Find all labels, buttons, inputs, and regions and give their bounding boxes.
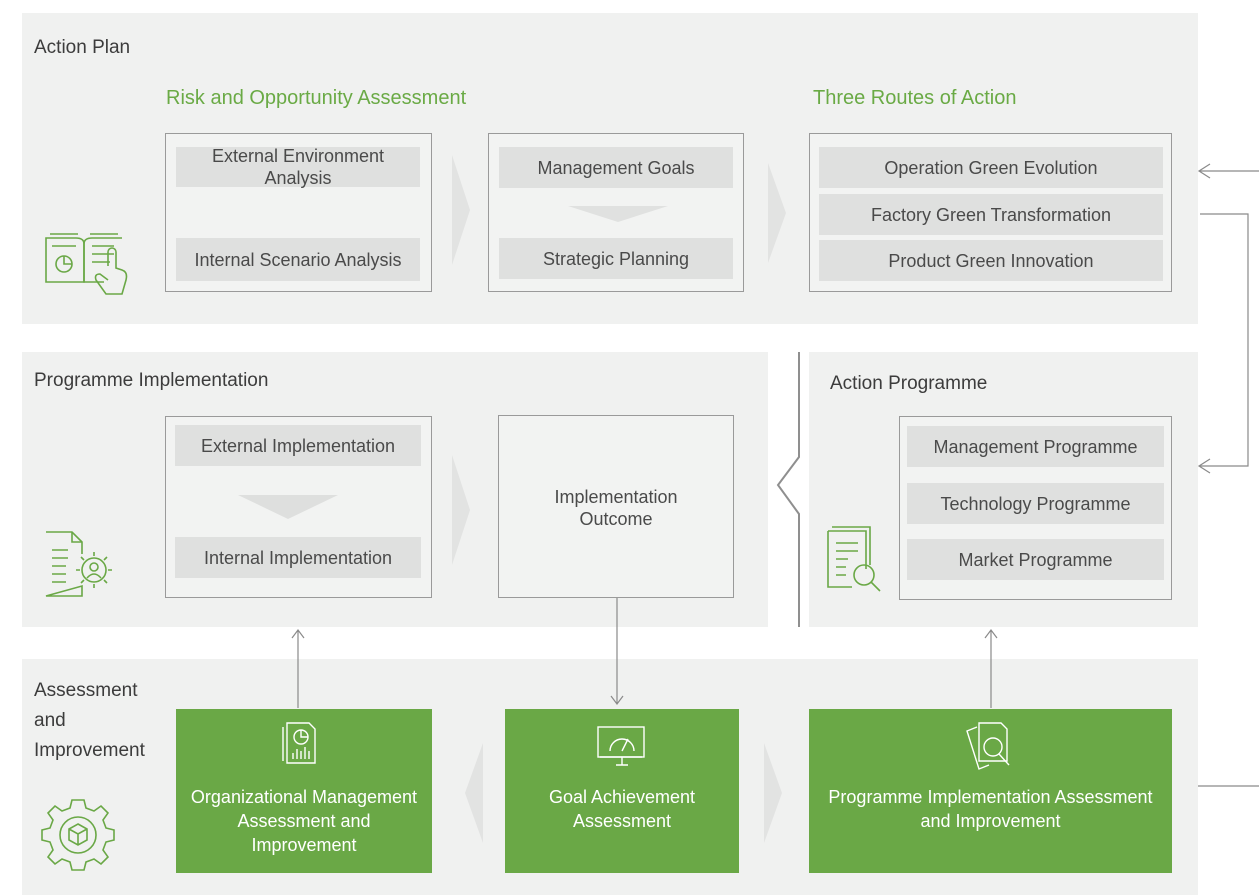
chevron-right-icon (768, 163, 786, 263)
goal-assessment-label: Goal Achievement Assessment (548, 787, 696, 831)
action-programme-title: Action Programme (830, 373, 988, 394)
feedback-to-routes (1197, 163, 1259, 179)
external-environment-analysis: External Environment Analysis (176, 146, 420, 188)
management-goals: Management Goals (499, 147, 733, 188)
programme-item: Technology Programme (907, 483, 1164, 524)
document-search-icon (966, 722, 1010, 770)
org-assessment-box: Organizational Management Assessment and… (176, 709, 432, 873)
route-item: Product Green Innovation (819, 240, 1163, 281)
strategic-planning: Strategic Planning (499, 238, 733, 279)
programme-item: Market Programme (907, 539, 1164, 580)
gauge-monitor-icon (597, 726, 645, 766)
report-chart-icon (282, 722, 316, 764)
routes-to-action-programme (1197, 213, 1249, 474)
implementation-outcome-box (498, 415, 734, 598)
chevron-left-icon (465, 743, 483, 843)
route-item: Operation Green Evolution (819, 147, 1163, 188)
chevron-down-icon (238, 495, 338, 519)
action-plan-title: Action Plan (34, 37, 131, 58)
chevron-down-icon (568, 206, 668, 222)
goal-assessment-box: Goal Achievement Assessment (505, 709, 739, 873)
route-item: Factory Green Transformation (819, 194, 1163, 235)
risk-opportunity-heading: Risk and Opportunity Assessment (166, 87, 467, 109)
internal-implementation: Internal Implementation (175, 537, 421, 578)
arrow-outcome-to-goal (610, 598, 624, 705)
document-magnifier-icon (827, 526, 881, 592)
programme-assessment-box: Programme Implementation Assessment and … (809, 709, 1172, 873)
book-chart-hand-icon (45, 233, 128, 295)
arrow-prog-to-action-programme (984, 629, 998, 708)
external-implementation: External Implementation (175, 425, 421, 466)
programme-assessment-label: Programme Implementation Assessment and … (828, 787, 1153, 831)
panel-divider (776, 352, 800, 627)
three-routes-heading: Three Routes of Action (813, 87, 1017, 109)
programme-implementation-title: Programme Implementation (34, 370, 269, 391)
assessment-title: Assessment and Improvement (34, 680, 145, 761)
implementation-outcome: Implementation Outcome (554, 487, 678, 529)
gear-cube-icon (41, 799, 115, 871)
arrow-org-to-implementation (291, 629, 305, 708)
programme-item: Management Programme (907, 426, 1164, 467)
chevron-right-icon (452, 155, 470, 265)
chevron-right-icon (452, 455, 470, 565)
chevron-right-icon (764, 743, 782, 843)
internal-scenario-analysis: Internal Scenario Analysis (176, 238, 420, 281)
org-assessment-label: Organizational Management Assessment and… (190, 787, 418, 855)
document-gear-icon (45, 531, 112, 597)
